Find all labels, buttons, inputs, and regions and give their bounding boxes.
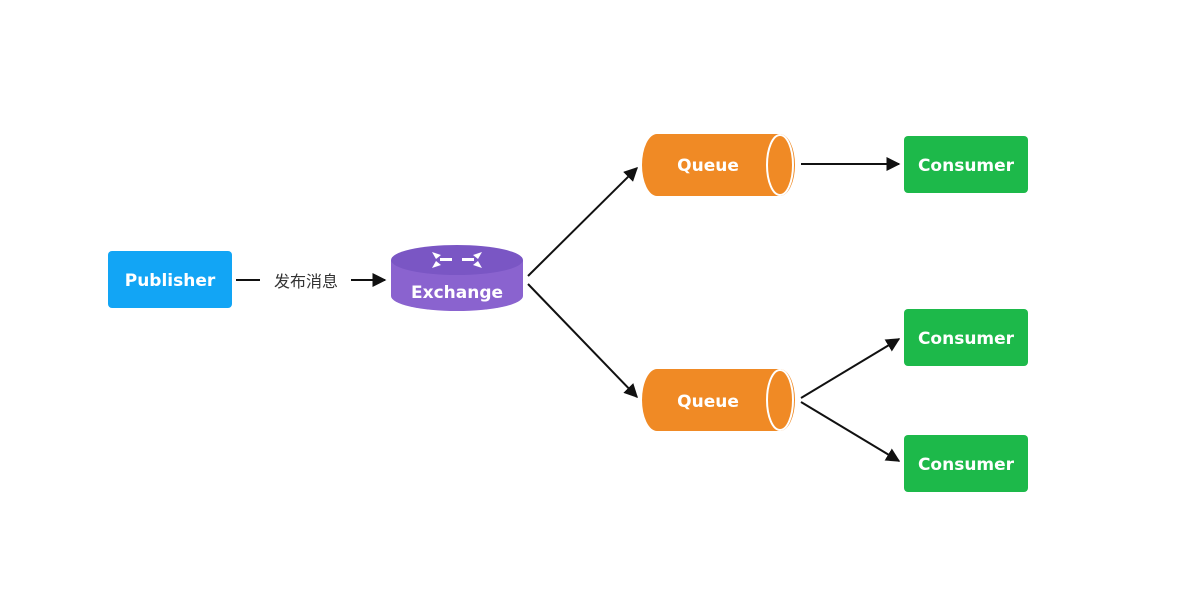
- consumer-1-label: Consumer: [918, 156, 1015, 176]
- consumer-3-label: Consumer: [918, 455, 1015, 475]
- queue-top-node: Queue: [642, 134, 795, 196]
- publisher-node: Publisher: [108, 251, 232, 308]
- edge-queue-bottom-consumer-2: [800, 338, 901, 399]
- queue-top-label: Queue: [677, 156, 739, 176]
- edge-queue-bottom-consumer-3: [800, 401, 901, 462]
- exchange-arrows-icon: [432, 252, 482, 268]
- publish-edge-label: 发布消息: [274, 272, 338, 291]
- consumer-2-node: Consumer: [904, 309, 1028, 366]
- edge-exchange-queue-top: [527, 167, 638, 277]
- edge-exchange-queue-bottom: [527, 283, 638, 399]
- queue-bottom-node: Queue: [642, 369, 795, 431]
- consumer-2-label: Consumer: [918, 329, 1015, 349]
- consumer-1-node: Consumer: [904, 136, 1028, 193]
- consumer-3-node: Consumer: [904, 435, 1028, 492]
- queue-bottom-label: Queue: [677, 392, 739, 412]
- exchange-label: Exchange: [411, 283, 503, 303]
- exchange-node: Exchange: [391, 245, 523, 311]
- publisher-label: Publisher: [125, 271, 216, 291]
